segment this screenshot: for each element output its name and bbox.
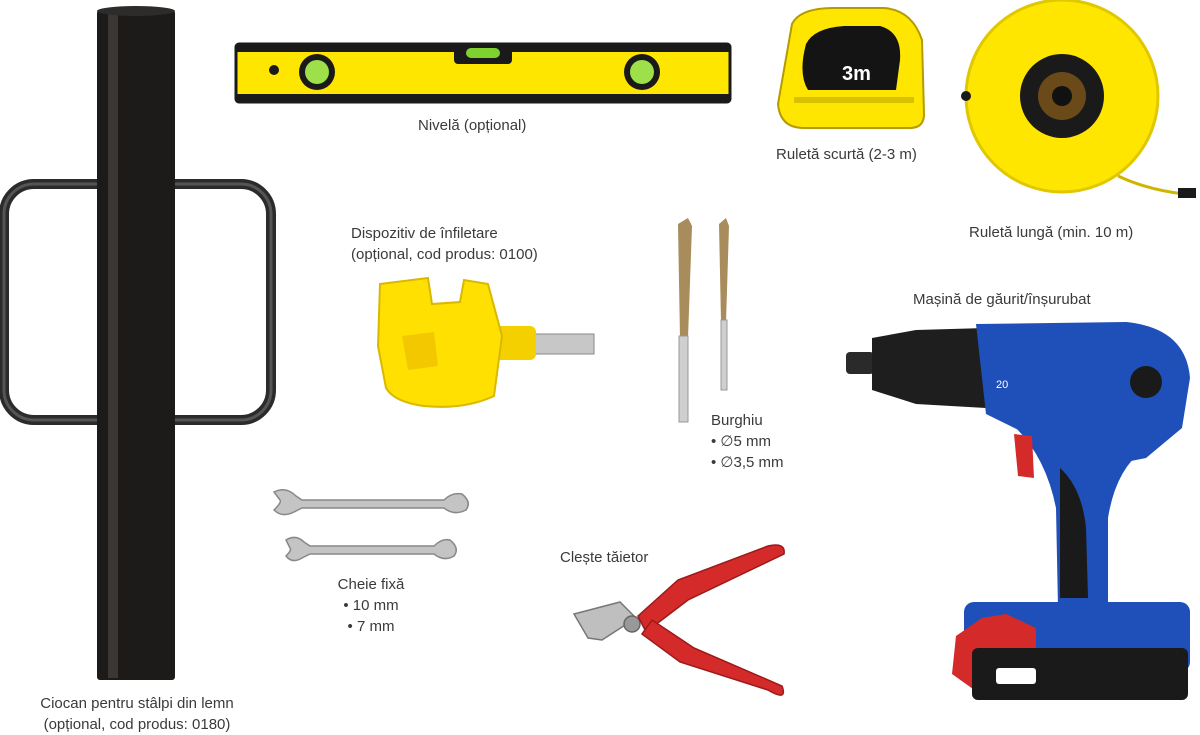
tape-measure-marking: 3m bbox=[842, 63, 871, 85]
drill-bit-icon bbox=[678, 218, 729, 423]
tape-short-label: Ruletă scurtă (2-3 m) bbox=[776, 146, 917, 163]
screw-in-adapter-icon bbox=[376, 276, 595, 408]
level-label: Nivelă (opțional) bbox=[418, 117, 527, 134]
drill-torque-marking: 20 bbox=[996, 379, 1008, 391]
tape-measure-icon: 3m bbox=[776, 7, 926, 129]
cutters-label: Clește tăietor bbox=[560, 549, 649, 566]
side-cutter-icon bbox=[572, 544, 785, 696]
drill-bits-label: Burghiu • ∅5 mm • ∅3,5 mm bbox=[711, 412, 784, 471]
wrenches-label: Cheie fixă • 10 mm • 7 mm bbox=[337, 576, 405, 635]
tape-long-label: Ruletă lungă (min. 10 m) bbox=[969, 224, 1134, 241]
cordless-drill-icon: 20 bbox=[846, 322, 1190, 700]
long-tape-measure-icon bbox=[961, 0, 1196, 198]
combination-wrench-icon bbox=[272, 489, 469, 562]
post-driver-label: Ciocan pentru stâlpi din lemn (opțional,… bbox=[40, 695, 234, 733]
spirit-level-icon bbox=[234, 42, 732, 104]
screw-tool-label: Dispozitiv de înfiletare (opțional, cod … bbox=[351, 225, 538, 263]
post-driver-icon bbox=[0, 6, 276, 680]
drill-label: Mașină de găurit/înșurubat bbox=[913, 291, 1091, 308]
